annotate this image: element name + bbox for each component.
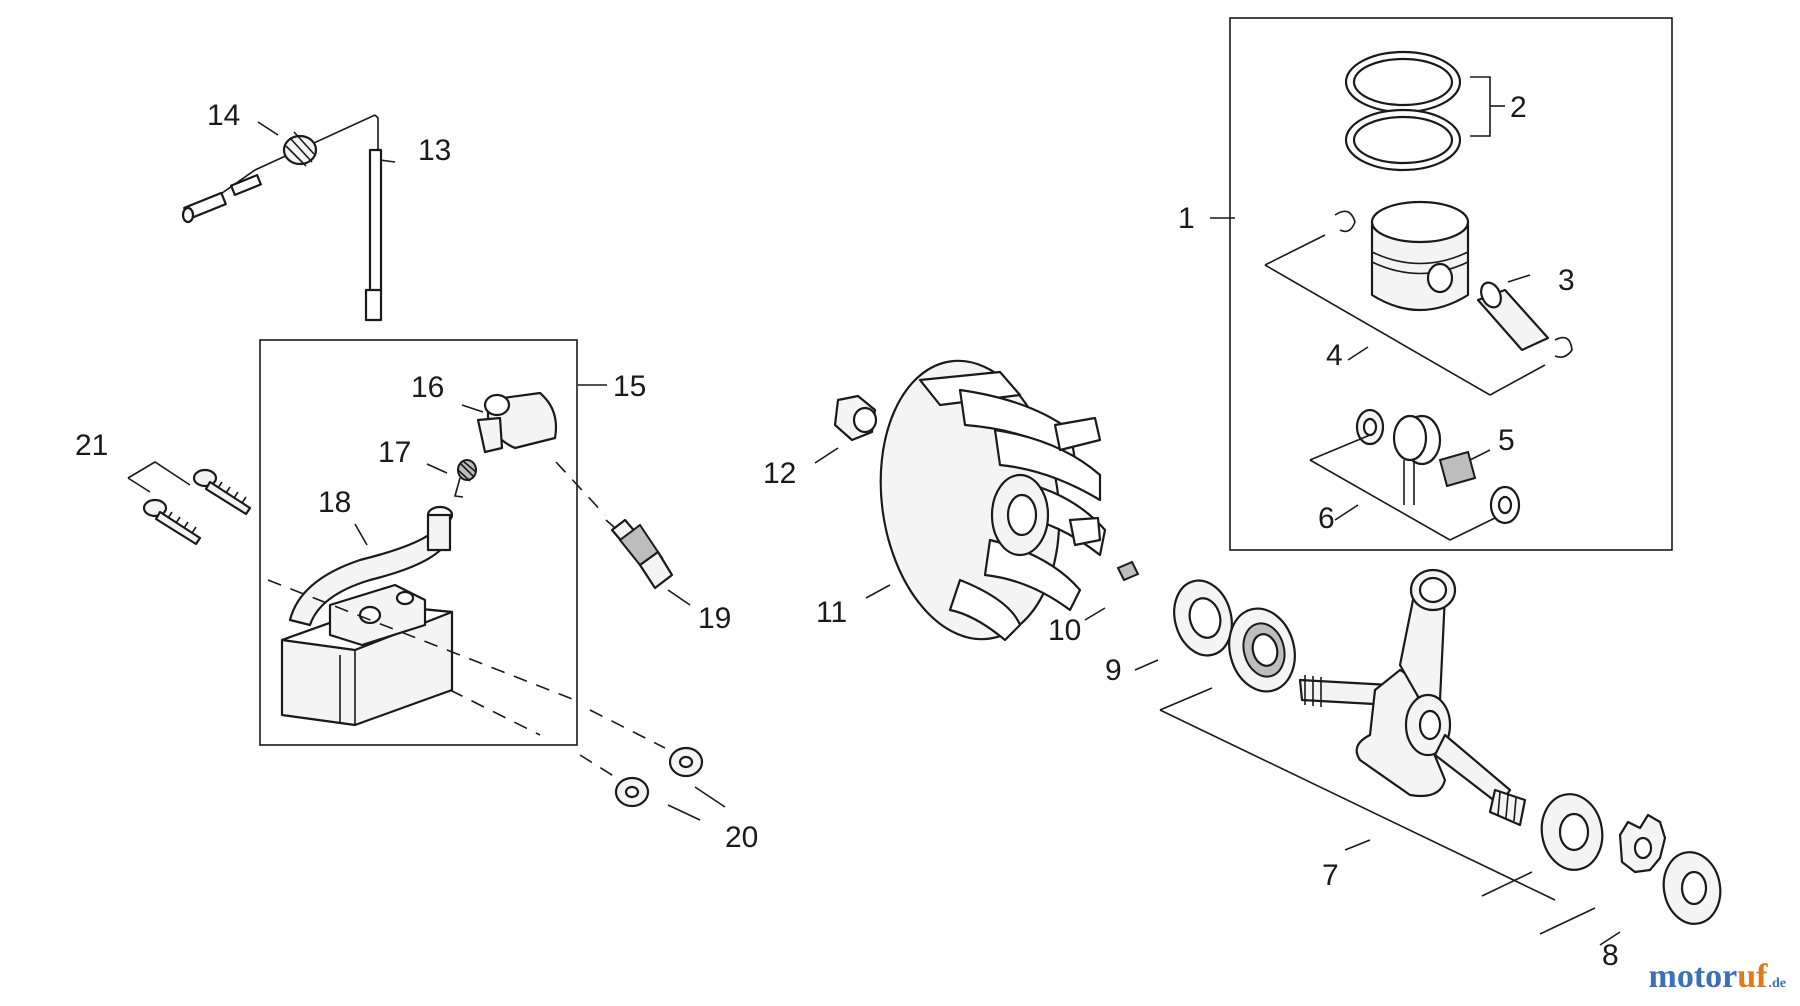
alignment-lines-left xyxy=(267,461,666,781)
pinion-gear xyxy=(1618,813,1667,874)
flywheel-nut xyxy=(833,394,878,442)
callout-15: 15 xyxy=(613,370,646,403)
woodruff-key xyxy=(1116,560,1140,582)
callout-19: 19 xyxy=(698,602,731,635)
circlip-bottom xyxy=(1554,336,1573,358)
callout-1: 1 xyxy=(1178,202,1195,235)
watermark-text-2: uf xyxy=(1737,958,1768,995)
callout-17: 17 xyxy=(378,436,411,469)
callout-6: 6 xyxy=(1318,502,1335,535)
needle-bearing-group xyxy=(1309,408,1521,541)
piston xyxy=(1370,200,1470,311)
plug-cap xyxy=(476,391,558,454)
callout-7: 7 xyxy=(1322,859,1339,892)
bracket-lines-crank xyxy=(1159,687,1596,935)
coil-screws xyxy=(142,468,252,546)
callout-18: 18 xyxy=(318,486,351,519)
crank-bearing-rear xyxy=(1540,793,1604,871)
ignition-coil xyxy=(280,505,454,727)
crank-bearing-front xyxy=(1228,607,1296,693)
oil-seal xyxy=(1173,579,1233,657)
leader-lines xyxy=(127,121,1621,946)
callout-labels: 1 2 3 4 5 6 7 8 9 10 11 12 13 14 15 16 1… xyxy=(75,91,1619,972)
stop-wire-assembly xyxy=(181,114,383,322)
callout-20: 20 xyxy=(725,821,758,854)
callout-14: 14 xyxy=(207,99,240,132)
spark-plug xyxy=(605,518,674,590)
flywheel xyxy=(879,359,1107,642)
callout-10: 10 xyxy=(1048,614,1081,647)
callout-4: 4 xyxy=(1326,339,1343,372)
callout-21: 21 xyxy=(75,429,108,462)
piston-pin xyxy=(1476,281,1550,352)
rear-oil-seal xyxy=(1662,851,1722,925)
spacers xyxy=(614,746,704,808)
watermark-text-1: motor xyxy=(1648,958,1738,995)
callout-8: 8 xyxy=(1602,939,1619,972)
callout-2: 2 xyxy=(1510,91,1527,124)
piston-group-box xyxy=(1229,17,1673,551)
callout-3: 3 xyxy=(1558,264,1575,297)
callout-16: 16 xyxy=(411,371,444,404)
bracket-lines-piston xyxy=(1264,234,1546,396)
callout-13: 13 xyxy=(418,134,451,167)
callout-9: 9 xyxy=(1105,654,1122,687)
ignition-group-box xyxy=(259,339,578,746)
callout-5: 5 xyxy=(1498,424,1515,457)
spring xyxy=(453,459,477,498)
callout-11: 11 xyxy=(816,596,847,629)
callout-12: 12 xyxy=(763,457,796,490)
crankshaft xyxy=(1298,568,1527,827)
circlip-top xyxy=(1334,210,1356,233)
watermark-text-3: .de xyxy=(1768,976,1787,991)
piston-rings xyxy=(1344,50,1505,172)
